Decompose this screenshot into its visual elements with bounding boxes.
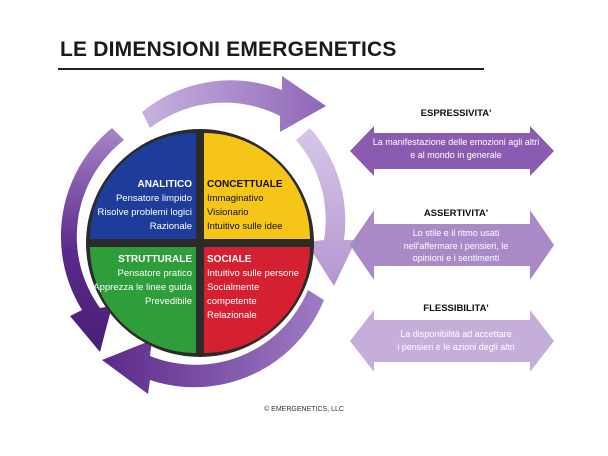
strutturale-item: Apprezza le linee guida: [93, 282, 192, 293]
strutturale-item: Pensatore pratico: [118, 268, 192, 279]
flessibilita-arrow: [350, 310, 554, 372]
concettuale-item: Intuitivo sulle idee: [207, 221, 283, 232]
sociale-item: Relazionale: [207, 310, 257, 321]
quadrant-strutturale: [90, 247, 196, 353]
description-line: e al mondo in generale: [410, 149, 502, 160]
quadrant-sociale: [204, 247, 310, 353]
cycle-arrow-bottom: [102, 290, 324, 394]
quadrant-circle: [86, 129, 314, 357]
flessibilita-label: FLESSIBILITA': [423, 303, 489, 314]
cycle-arrow-top: [142, 76, 326, 132]
behavior-arrows: [350, 126, 554, 372]
description-line: Lo stile e il ritmo usati: [412, 228, 500, 238]
espressivita-description: La manifestazione delle emozioni agli al…: [371, 136, 541, 161]
espressivita-arrow: [350, 126, 554, 176]
cycle-arrow-left: [60, 128, 124, 352]
flessibilita-description: La disponibilità ad accettare i pensieri…: [371, 328, 541, 353]
analitico-item: Risolve problemi logici: [97, 207, 192, 218]
concettuale-item: Immaginativo: [207, 193, 264, 204]
description-line: La disponibilità ad accettare: [400, 329, 512, 339]
analitico-text: ANALITICO Pensatore limpido Risolve prob…: [97, 179, 192, 232]
analitico-item: Pensatore limpido: [116, 193, 192, 204]
page-title: LE DIMENSIONI EMERGENETICS: [60, 38, 397, 61]
quadrant-analitico: [90, 133, 196, 239]
espressivita-label: ESPRESSIVITA': [420, 108, 492, 119]
sociale-title: SOCIALE: [207, 254, 252, 265]
strutturale-text: STRUTTURALE Pensatore pratico Apprezza l…: [93, 254, 192, 307]
sociale-item: Socialmente: [207, 282, 259, 293]
strutturale-item: Prevedibile: [145, 296, 192, 307]
title-divider: [58, 68, 484, 70]
assertivita-label: ASSERTIVITA': [423, 208, 489, 219]
concettuale-text: CONCETTUALE Immaginativo Visionario Intu…: [207, 179, 283, 232]
description-line: La manifestazione delle emozioni agli al…: [372, 137, 540, 147]
assertivita-description: Lo stile e il ritmo usati nell'affermare…: [371, 227, 541, 265]
sociale-item: Intuitivo sulle persone: [207, 268, 299, 279]
sociale-text: SOCIALE Intuitivo sulle persone Socialme…: [207, 254, 299, 321]
description-line: i pensieri e le azioni degli altri: [397, 341, 515, 352]
assertivita-arrow: [350, 210, 554, 280]
concettuale-title: CONCETTUALE: [207, 179, 283, 190]
sociale-item: competente: [207, 296, 257, 307]
strutturale-title: STRUTTURALE: [118, 254, 192, 265]
quadrant-concettuale: [204, 133, 310, 239]
concettuale-item: Visionario: [207, 207, 249, 218]
analitico-title: ANALITICO: [138, 179, 193, 190]
description-line: nell'affermare i pensieri, le: [403, 240, 509, 251]
description-line: opinioni e i sentimenti: [412, 253, 500, 263]
analitico-item: Razionale: [150, 221, 192, 232]
copyright-footer: © EMERGENETICS, LLC: [264, 406, 344, 413]
